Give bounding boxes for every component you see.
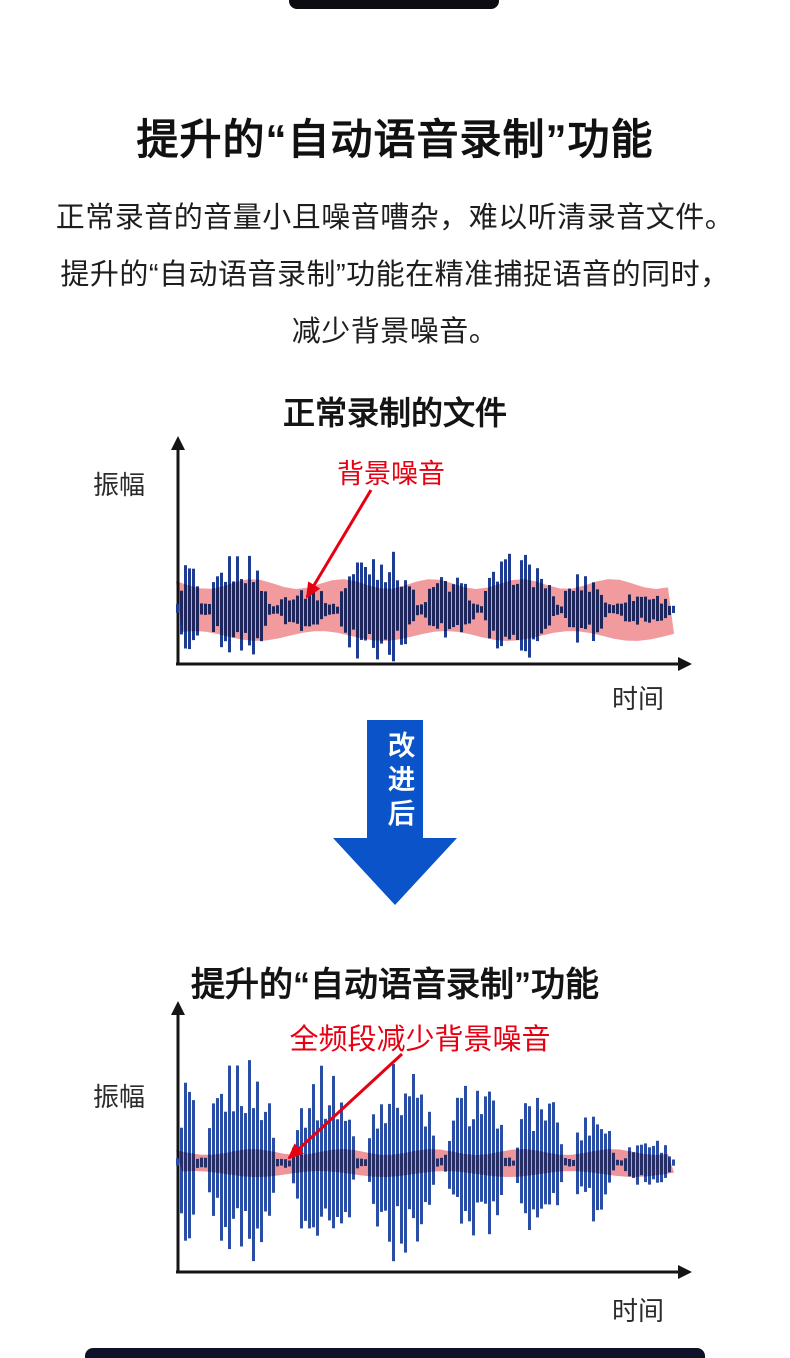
after-time-axis-label: 时间 bbox=[612, 1296, 665, 1326]
after-chart-title: 提升的“自动语音录制”功能 bbox=[191, 966, 599, 1005]
before-chart-title: 正常录制的文件 bbox=[282, 394, 507, 431]
axes bbox=[171, 1001, 692, 1279]
intro-line-1: 正常录音的音量小且噪音嘈杂，难以听清录音文件。 bbox=[55, 202, 735, 234]
annotation-arrow bbox=[287, 1052, 404, 1160]
axes bbox=[171, 436, 692, 671]
y-axis-arrowhead bbox=[171, 1001, 185, 1015]
before-amplitude-axis-label: 振幅 bbox=[93, 470, 146, 500]
x-axis-arrowhead bbox=[678, 1265, 692, 1279]
after-amplitude-axis-label: 振幅 bbox=[93, 1082, 146, 1112]
before-time-axis-label: 时间 bbox=[612, 684, 665, 714]
intro-line-2: 提升的“自动语音录制”功能在精准捕捉语音的同时， bbox=[60, 259, 730, 291]
top-section-bar bbox=[289, 0, 499, 9]
x-axis-arrowhead bbox=[678, 657, 692, 671]
annotation-arrow bbox=[305, 489, 373, 599]
waveform-chart-before bbox=[171, 436, 692, 671]
noise-band bbox=[176, 579, 674, 641]
bottom-section-bar bbox=[85, 1348, 705, 1358]
y-axis-arrowhead bbox=[171, 436, 185, 450]
waveform-chart-after bbox=[171, 1001, 692, 1279]
improvement-arrow bbox=[333, 720, 457, 905]
after-noise-annotation: 全频段减少背景噪音 bbox=[289, 1024, 551, 1056]
page-title: 提升的“自动语音录制”功能 bbox=[136, 116, 654, 164]
improvement-arrow-label: 改进后 bbox=[384, 731, 414, 833]
intro-line-3: 减少背景噪音。 bbox=[291, 316, 499, 348]
improvement-arrow-shape bbox=[333, 720, 457, 905]
before-noise-annotation: 背景噪音 bbox=[337, 459, 445, 489]
